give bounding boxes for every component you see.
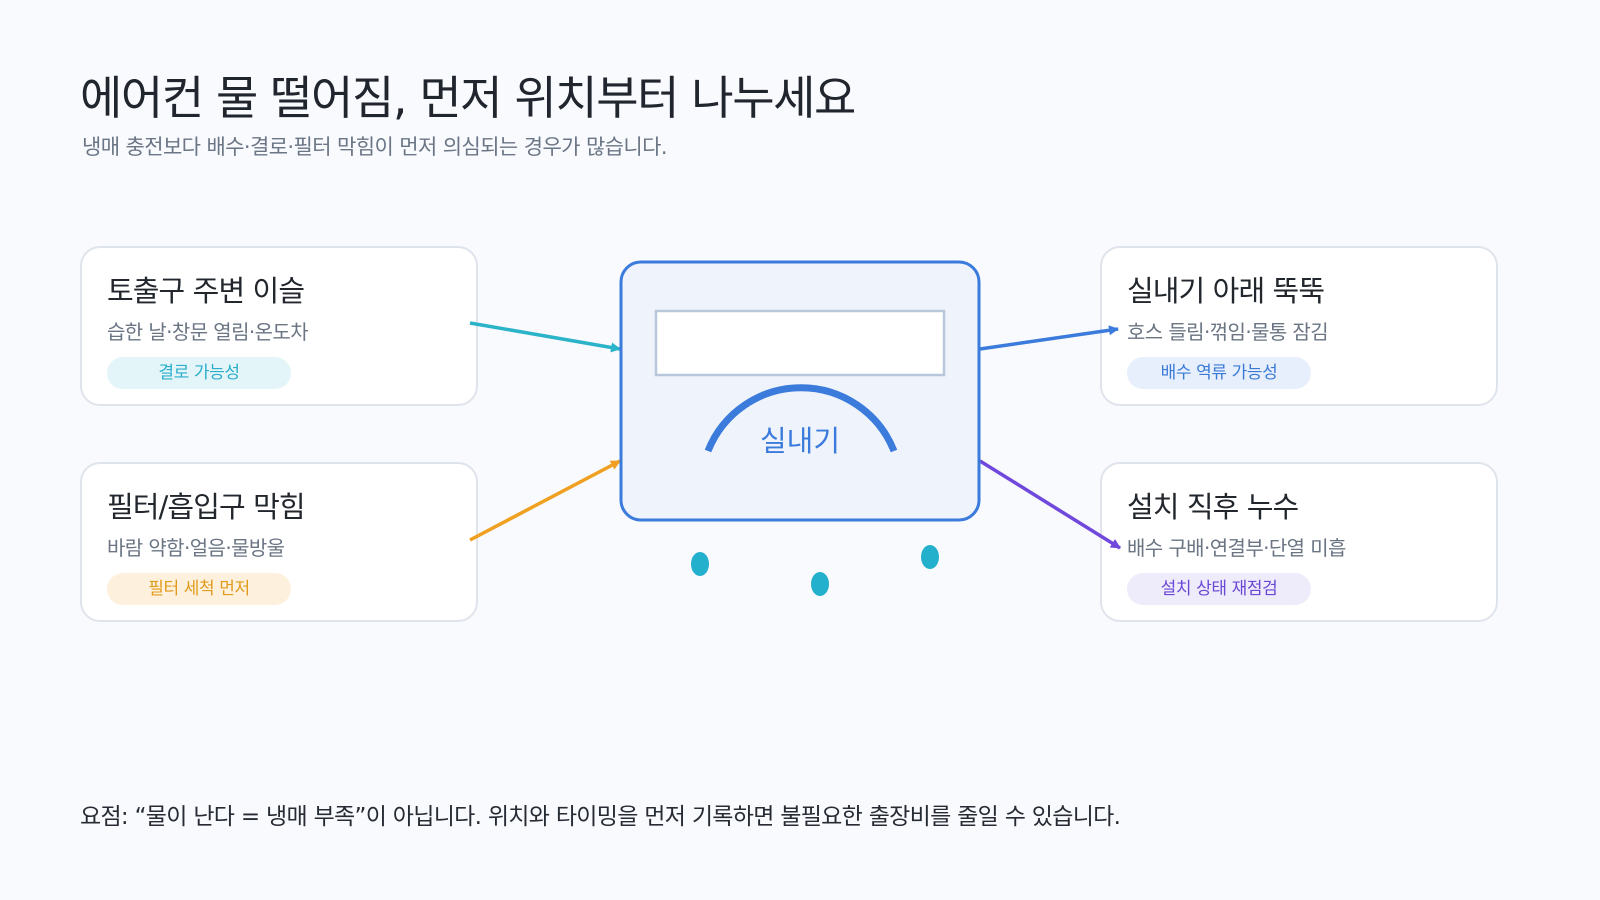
card-post-install-leak: 설치 직후 누수 배수 구배·연결부·단열 미흡 설치 상태 재점검 bbox=[1100, 462, 1498, 622]
water-drop bbox=[691, 552, 709, 576]
card-title: 필터/흡입구 막힘 bbox=[107, 490, 306, 524]
page-title: 에어컨 물 떨어짐, 먼저 위치부터 나누세요 bbox=[80, 71, 856, 125]
card-condensation: 토출구 주변 이슬 습한 날·창문 열림·온도차 결로 가능성 bbox=[80, 246, 478, 406]
card-badge: 배수 역류 가능성 bbox=[1127, 357, 1311, 389]
arrow-filter-clog bbox=[469, 459, 621, 542]
card-description: 호스 들림·꺾임·물통 잠김 bbox=[1127, 320, 1329, 344]
water-drop bbox=[921, 545, 939, 569]
card-description: 습한 날·창문 열림·온도차 bbox=[107, 320, 309, 344]
card-description: 배수 구배·연결부·단열 미흡 bbox=[1127, 536, 1346, 560]
card-filter-clog: 필터/흡입구 막힘 바람 약함·얼음·물방울 필터 세척 먼저 bbox=[80, 462, 478, 622]
page-subtitle: 냉매 충전보다 배수·결로·필터 막힘이 먼저 의심되는 경우가 많습니다. bbox=[82, 135, 668, 159]
card-title: 실내기 아래 뚝뚝 bbox=[1127, 274, 1325, 308]
indoor-unit-label: 실내기 bbox=[760, 424, 840, 458]
arrow-condensation bbox=[469, 321, 621, 353]
water-drop bbox=[811, 572, 829, 596]
card-description: 바람 약함·얼음·물방울 bbox=[107, 536, 285, 560]
arrow-drip-below-unit bbox=[979, 325, 1119, 351]
card-title: 설치 직후 누수 bbox=[1127, 490, 1299, 524]
vent-arc bbox=[704, 384, 898, 453]
card-title: 토출구 주변 이슬 bbox=[107, 274, 305, 308]
footer-note: 요점: “물이 난다 = 냉매 부족”이 아닙니다. 위치와 타이밍을 먼저 기… bbox=[80, 804, 1121, 830]
card-drip-below-unit: 실내기 아래 뚝뚝 호스 들림·꺾임·물통 잠김 배수 역류 가능성 bbox=[1100, 246, 1498, 406]
card-badge: 설치 상태 재점검 bbox=[1127, 573, 1311, 605]
card-badge: 결로 가능성 bbox=[107, 357, 291, 389]
arrow-post-install-leak bbox=[979, 459, 1121, 550]
card-badge: 필터 세척 먼저 bbox=[107, 573, 291, 605]
indoor-unit-display bbox=[654, 309, 946, 377]
